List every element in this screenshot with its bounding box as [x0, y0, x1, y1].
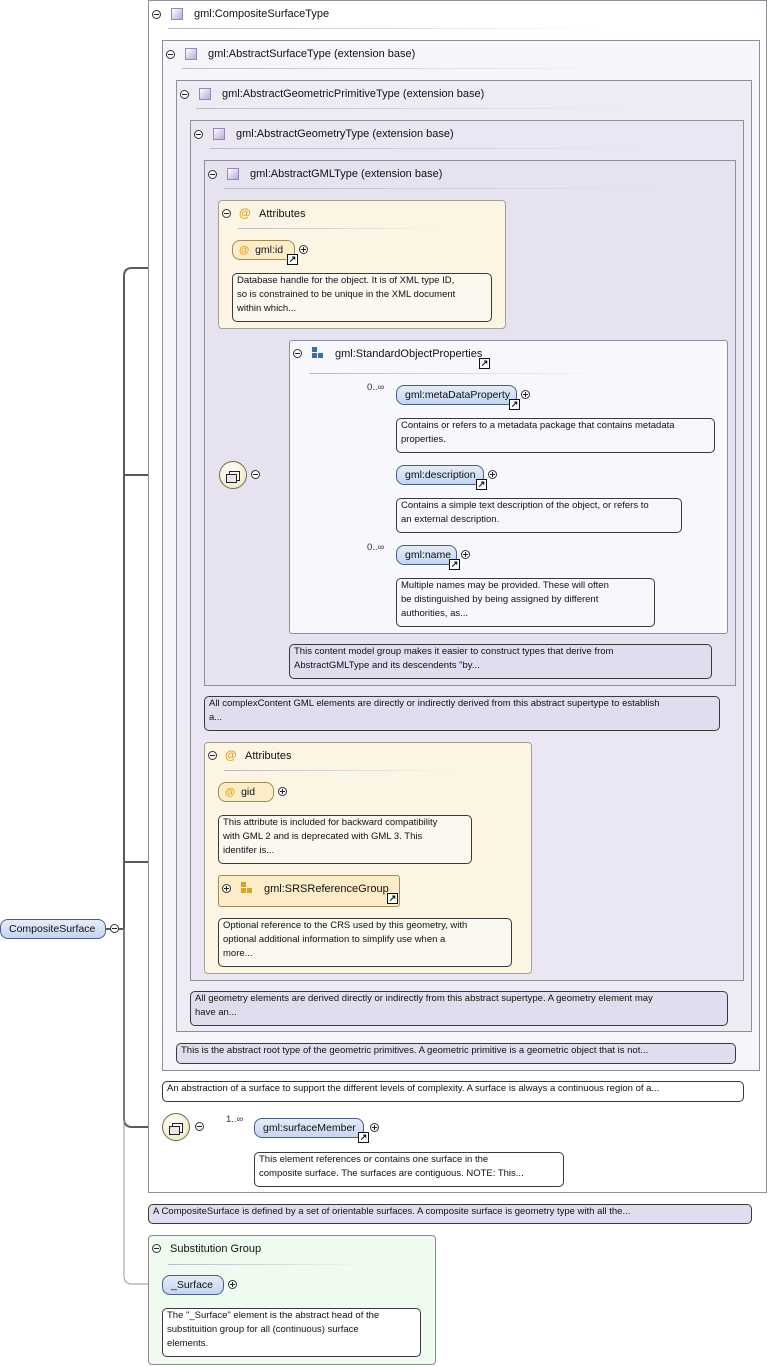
- group-icon: [312, 347, 324, 359]
- gml-id-label: gml:id: [255, 244, 284, 256]
- metadata-property-note: Contains or refers to a metadata package…: [396, 418, 715, 453]
- complex-type-icon: [171, 8, 183, 20]
- metadata-property-label: gml:metaDataProperty: [405, 389, 511, 401]
- standard-properties-note: This content model group makes it easier…: [289, 644, 712, 679]
- abstract-primitive-note: This is the abstract root type of the ge…: [176, 1043, 736, 1064]
- gid-label: gid: [241, 786, 256, 798]
- sequence-compositor-icon[interactable]: [219, 461, 247, 489]
- attributes-title: Attributes: [259, 208, 306, 220]
- abstract-surface-note: An abstraction of a surface to support t…: [162, 1081, 744, 1102]
- complex-type-icon: [227, 168, 239, 180]
- reference-link-icon[interactable]: ↗: [287, 254, 298, 265]
- collapse-group-icon[interactable]: [293, 349, 302, 358]
- srs-note: Optional reference to the CRS used by th…: [218, 918, 512, 967]
- complex-type-icon: [199, 88, 211, 100]
- description-label: gml:description: [405, 469, 476, 481]
- expand-surface-icon[interactable]: [228, 1280, 237, 1289]
- abstract-primitive-type-title: gml:AbstractGeometricPrimitiveType (exte…: [222, 88, 485, 100]
- collapse-abstract-gml-icon[interactable]: [208, 170, 217, 179]
- substitution-group-title: Substitution Group: [170, 1243, 262, 1255]
- surface-member-note: This element references or contains one …: [254, 1152, 564, 1187]
- cardinality-label: 0..∞: [367, 382, 385, 393]
- expand-srs-group-icon[interactable]: [222, 884, 231, 893]
- expand-description-icon[interactable]: [488, 470, 497, 479]
- abstract-gml-note: All complexContent GML elements are dire…: [204, 696, 720, 731]
- abstract-geometry-type-title: gml:AbstractGeometryType (extension base…: [236, 128, 454, 140]
- attribute-icon: @: [225, 786, 236, 798]
- gid-note: This attribute is included for backward …: [218, 815, 472, 864]
- sequence-compositor-icon[interactable]: [162, 1113, 190, 1141]
- reference-link-icon[interactable]: ↗: [476, 479, 487, 490]
- abstract-geometry-note: All geometry elements are derived direct…: [190, 991, 728, 1026]
- collapse-composite-type-icon[interactable]: [152, 10, 161, 19]
- expand-metadata-property-icon[interactable]: [521, 390, 530, 399]
- reference-link-icon[interactable]: ↗: [358, 1132, 369, 1143]
- gml-id-note: Database handle for the object. It is of…: [232, 273, 492, 322]
- name-label: gml:name: [405, 549, 452, 561]
- collapse-attributes-icon[interactable]: [208, 751, 217, 760]
- composite-surface-element[interactable]: CompositeSurface: [0, 919, 106, 939]
- gid-attribute[interactable]: @ gid: [218, 782, 274, 802]
- collapse-abstract-surface-icon[interactable]: [166, 50, 175, 59]
- srs-reference-group-label: gml:SRSReferenceGroup: [264, 883, 389, 895]
- name-element[interactable]: gml:name: [396, 545, 457, 565]
- expand-gml-id-icon[interactable]: [299, 245, 308, 254]
- attributes-title: Attributes: [245, 750, 292, 762]
- cardinality-label: 1..∞: [226, 1114, 244, 1125]
- composite-type-title: gml:CompositeSurfaceType: [194, 8, 330, 20]
- surface-label: _Surface: [171, 1279, 214, 1291]
- reference-link-icon[interactable]: ↗: [387, 893, 398, 904]
- abstract-surface-type-title: gml:AbstractSurfaceType (extension base): [208, 48, 416, 60]
- composite-surface-note: A CompositeSurface is defined by a set o…: [148, 1204, 752, 1224]
- reference-link-icon[interactable]: ↗: [509, 399, 520, 410]
- cardinality-label: 0..∞: [367, 542, 385, 553]
- attribute-icon: @: [239, 244, 250, 256]
- collapse-composite-surface-icon[interactable]: [110, 924, 119, 933]
- composite-surface-label: CompositeSurface: [9, 923, 96, 935]
- name-note: Multiple names may be provided. These wi…: [396, 578, 655, 627]
- description-element[interactable]: gml:description: [396, 465, 484, 485]
- metadata-property-element[interactable]: gml:metaDataProperty: [396, 385, 517, 405]
- expand-surface-member-icon[interactable]: [370, 1123, 379, 1132]
- reference-link-icon[interactable]: ↗: [479, 358, 490, 369]
- collapse-substitution-icon[interactable]: [152, 1244, 161, 1253]
- collapse-abstract-geometry-icon[interactable]: [194, 130, 203, 139]
- reference-link-icon[interactable]: ↗: [449, 559, 460, 570]
- complex-type-icon: [185, 48, 197, 60]
- description-note: Contains a simple text description of th…: [396, 498, 682, 533]
- collapse-attributes-icon[interactable]: [222, 209, 231, 218]
- expand-name-icon[interactable]: [461, 550, 470, 559]
- abstract-gml-type-title: gml:AbstractGMLType (extension base): [250, 168, 443, 180]
- surface-note: The "_Surface" element is the abstract h…: [162, 1308, 421, 1357]
- surface-element[interactable]: _Surface: [162, 1275, 224, 1295]
- collapse-sequence-icon[interactable]: [195, 1122, 204, 1131]
- collapse-sequence-icon[interactable]: [251, 470, 260, 479]
- standard-object-properties-title: gml:StandardObjectProperties: [335, 348, 483, 360]
- expand-gid-icon[interactable]: [278, 787, 287, 796]
- attribute-group-icon: [241, 882, 253, 894]
- surface-member-label: gml:surfaceMember: [263, 1122, 356, 1134]
- gml-id-attribute[interactable]: @ gml:id: [232, 240, 295, 260]
- attribute-icon: @: [225, 748, 237, 762]
- collapse-abstract-primitive-icon[interactable]: [180, 90, 189, 99]
- complex-type-icon: [213, 128, 225, 140]
- surface-member-element[interactable]: gml:surfaceMember: [254, 1118, 364, 1138]
- attribute-icon: @: [239, 206, 251, 220]
